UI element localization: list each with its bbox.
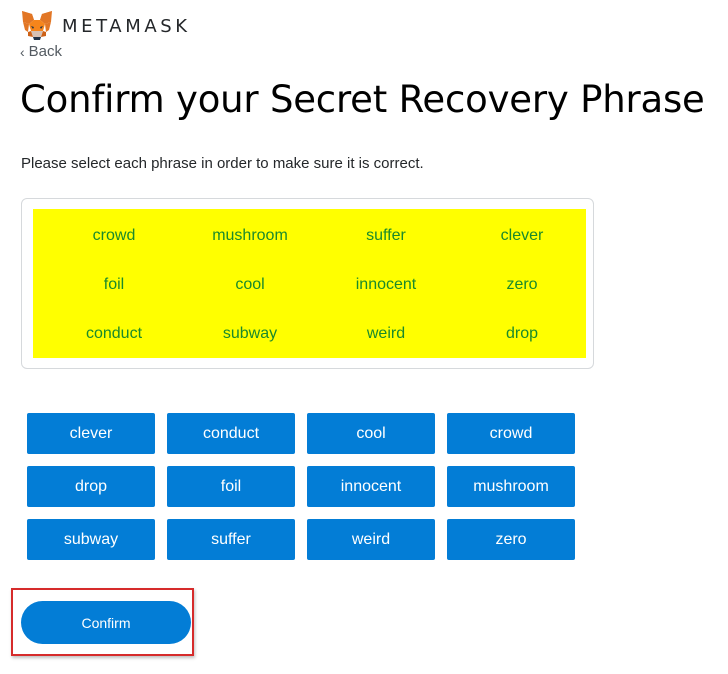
word-choice-button[interactable]: clever <box>27 413 155 454</box>
selected-word[interactable]: suffer <box>366 226 406 244</box>
selected-word[interactable]: innocent <box>355 275 417 293</box>
confirm-button[interactable]: Confirm <box>21 601 191 644</box>
selected-word[interactable]: foil <box>103 275 125 293</box>
page-subtitle: Please select each phrase in order to ma… <box>21 155 424 172</box>
selected-word[interactable]: clever <box>500 226 544 244</box>
selected-word[interactable]: mushroom <box>212 226 288 244</box>
selected-word[interactable]: weird <box>366 324 406 342</box>
chevron-left-icon: ‹ <box>20 43 25 60</box>
selected-word[interactable]: crowd <box>92 226 136 244</box>
word-choice-button[interactable]: crowd <box>447 413 575 454</box>
word-choice-button[interactable]: foil <box>167 466 295 507</box>
selected-phrase-area: crowd mushroom suffer clever foil cool i… <box>21 198 594 369</box>
metamask-fox-icon <box>22 11 52 40</box>
word-choice-button[interactable]: weird <box>307 519 435 560</box>
selected-word[interactable]: conduct <box>85 324 143 342</box>
brand-wordmark: METAMASK <box>62 15 191 37</box>
word-choice-button[interactable]: subway <box>27 519 155 560</box>
word-choice-button[interactable]: conduct <box>167 413 295 454</box>
word-choice-button[interactable]: drop <box>27 466 155 507</box>
selected-word[interactable]: cool <box>235 275 265 293</box>
word-choice-button[interactable]: cool <box>307 413 435 454</box>
back-label: Back <box>28 43 63 60</box>
word-choice-button[interactable]: mushroom <box>447 466 575 507</box>
word-choice-button[interactable]: innocent <box>307 466 435 507</box>
back-link[interactable]: ‹ Back <box>20 43 62 60</box>
selected-word[interactable]: subway <box>222 324 278 342</box>
confirm-highlight-box <box>11 588 194 656</box>
page-title: Confirm your Secret Recovery Phrase <box>20 78 705 121</box>
app-header: METAMASK <box>20 10 191 42</box>
selected-word[interactable]: drop <box>505 324 539 342</box>
selected-words-grid: crowd mushroom suffer clever foil cool i… <box>33 209 586 358</box>
selected-word[interactable]: zero <box>506 275 538 293</box>
word-choice-button[interactable]: zero <box>447 519 575 560</box>
word-choice-button[interactable]: suffer <box>167 519 295 560</box>
word-choices-grid: clever conduct cool crowd drop foil inno… <box>27 413 575 560</box>
